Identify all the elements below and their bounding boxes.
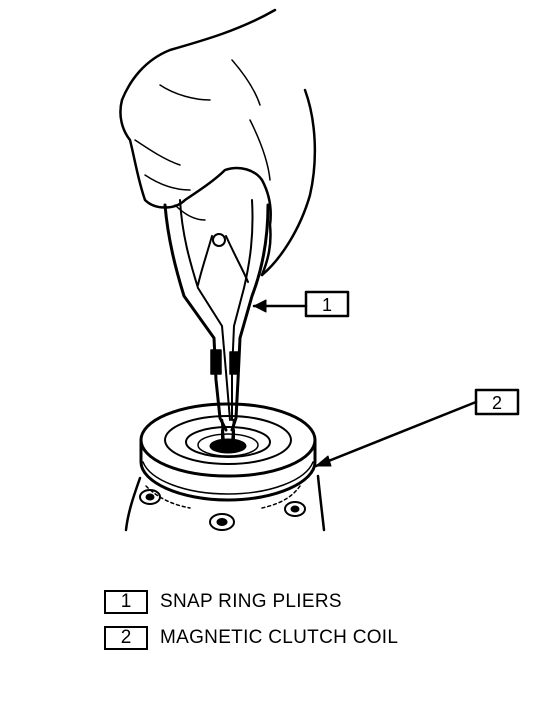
bolt-head-right-icon: [284, 501, 306, 517]
callout-2: 2: [314, 388, 520, 468]
bolt-head-center-icon: [209, 513, 235, 531]
legend-number-box: 2: [104, 626, 148, 650]
callout-1: 1: [252, 290, 350, 318]
compressor-body-icon: [124, 474, 326, 532]
snap-ring-pliers-icon: [163, 199, 270, 448]
legend-item-1: 1 SNAP RING PLIERS: [104, 590, 524, 620]
legend-number-box: 1: [104, 590, 148, 614]
callout-1-number: 1: [322, 295, 332, 315]
bolt-head-left-icon: [139, 489, 161, 505]
legend-label: SNAP RING PLIERS: [160, 591, 342, 612]
magnetic-clutch-coil-icon: [139, 402, 317, 502]
callout-2-number: 2: [492, 393, 502, 413]
hand-icon: [119, 8, 317, 277]
legend-item-2: 2 MAGNETIC CLUTCH COIL: [104, 626, 524, 656]
legend-label: MAGNETIC CLUTCH COIL: [160, 627, 399, 648]
